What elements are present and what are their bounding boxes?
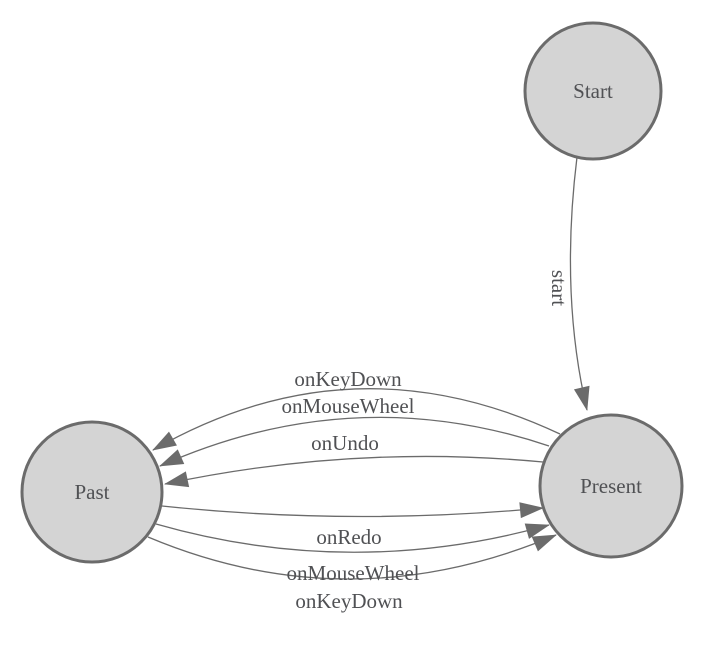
- edge-label-onkeydown-bottom: onKeyDown: [295, 589, 403, 613]
- edge-present-to-past-onundo: [164, 455, 544, 488]
- node-present-label: Present: [580, 474, 642, 498]
- edge-past-to-present-onredo: [161, 502, 544, 519]
- edge-start-to-present: [569, 156, 590, 411]
- edge-present-to-past-onmousewheel: [159, 416, 550, 467]
- edge-label-onmousewheel-top: onMouseWheel: [282, 394, 415, 418]
- node-present: Present: [538, 413, 684, 559]
- node-past: Past: [20, 420, 164, 564]
- node-present-circle: [538, 413, 684, 559]
- node-past-label: Past: [74, 480, 109, 504]
- node-start-label: Start: [573, 79, 613, 103]
- node-start: Start: [523, 21, 663, 161]
- edge-label-onkeydown-top: onKeyDown: [294, 367, 402, 391]
- edge-label-onredo: onRedo: [316, 525, 381, 549]
- edges-group: [147, 156, 590, 580]
- edge-labels-group: start onKeyDown onMouseWheel onUndo onRe…: [282, 270, 571, 613]
- node-start-circle: [523, 21, 663, 161]
- edge-label-start: start: [547, 270, 571, 306]
- edge-label-onundo: onUndo: [311, 431, 379, 455]
- node-past-circle: [20, 420, 164, 564]
- edge-label-onmousewheel-bottom: onMouseWheel: [287, 561, 420, 585]
- edge-past-to-present-onkeydown: [147, 534, 557, 580]
- edge-past-to-present-onmousewheel: [155, 523, 550, 553]
- edge-present-to-past-onkeydown: [152, 388, 561, 451]
